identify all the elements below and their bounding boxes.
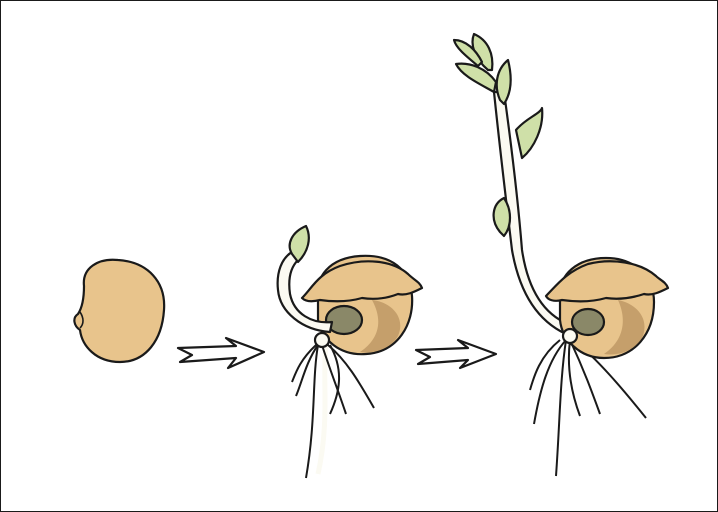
leaf-2: [516, 108, 542, 158]
seedling-roots: [530, 340, 646, 476]
leaf-1: [494, 198, 510, 236]
seed: [74, 260, 164, 362]
leaf-3: [497, 60, 511, 104]
arrow-right-2: [416, 340, 496, 368]
seedling-root-collar: [563, 329, 577, 343]
seedling-stage: [454, 34, 668, 476]
seedling-seed-cap: [546, 261, 668, 301]
root-collar: [315, 333, 329, 347]
germinating-seed-stage: [278, 226, 422, 478]
arrow-right-1: [178, 338, 264, 368]
seed-stage: [74, 260, 164, 362]
seedling-embryo: [572, 309, 604, 335]
roots: [292, 345, 374, 478]
seed-cap: [302, 261, 422, 301]
